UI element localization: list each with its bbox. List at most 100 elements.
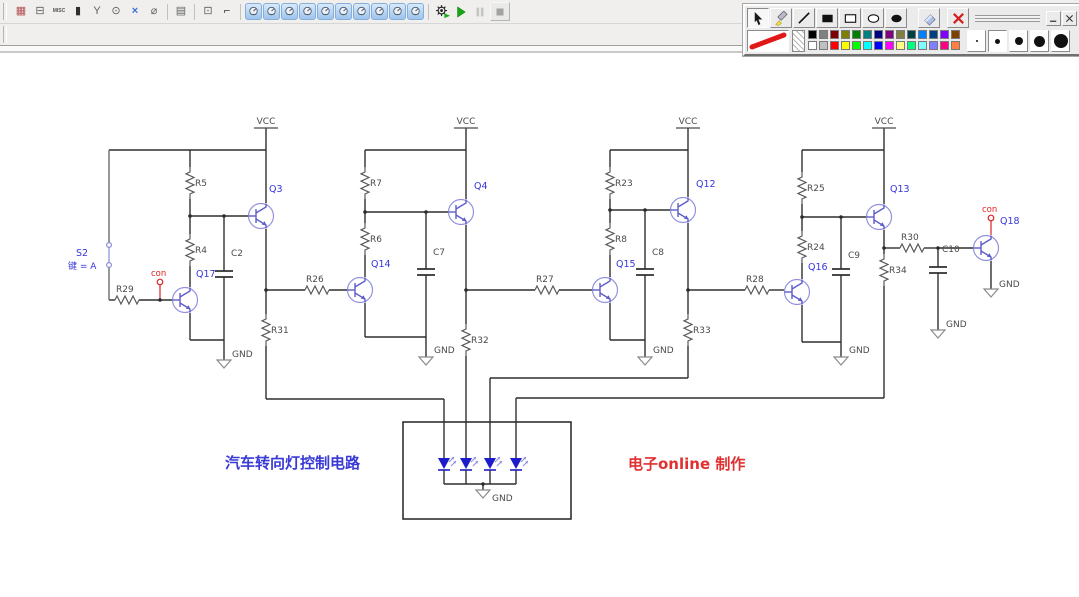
palette-swatch[interactable]: [874, 30, 883, 39]
resistor-R27[interactable]: [534, 284, 560, 296]
led[interactable]: [438, 456, 457, 484]
palette-swatch[interactable]: [819, 41, 828, 50]
palette-swatch[interactable]: [940, 30, 949, 39]
rect-tool[interactable]: [839, 8, 861, 28]
led[interactable]: [460, 456, 479, 484]
instrument-icon-2[interactable]: [263, 3, 280, 20]
stroke-size-5[interactable]: [1051, 30, 1070, 52]
stop-icon[interactable]: [490, 2, 510, 21]
transistor-Q16[interactable]: [783, 278, 811, 306]
transistor-Q4[interactable]: [447, 198, 475, 226]
misc-parts-icon[interactable]: MISC: [50, 2, 68, 21]
resistor-R28[interactable]: [744, 284, 770, 296]
transistor-Q13[interactable]: [865, 203, 893, 231]
resistor-R34[interactable]: [878, 254, 890, 286]
palette-swatch[interactable]: [940, 41, 949, 50]
ni-component-icon[interactable]: ×: [126, 2, 144, 21]
resistor-R32[interactable]: [460, 324, 472, 356]
palette-swatch[interactable]: [830, 41, 839, 50]
palette-swatch[interactable]: [819, 30, 828, 39]
palette-swatch[interactable]: [841, 30, 850, 39]
simulation-settings-icon[interactable]: [433, 2, 451, 21]
resistor-R23[interactable]: [604, 167, 616, 199]
palette-swatch[interactable]: [907, 30, 916, 39]
palette-swatch[interactable]: [951, 41, 960, 50]
stroke-size-4[interactable]: [1030, 30, 1049, 52]
palette-swatch[interactable]: [885, 41, 894, 50]
palette-swatch[interactable]: [808, 30, 817, 39]
instrument-icon-7[interactable]: [353, 3, 370, 20]
display-icon[interactable]: ▮: [69, 2, 87, 21]
stroke-size-2[interactable]: [988, 30, 1007, 52]
palette-swatch[interactable]: [929, 41, 938, 50]
pause-icon[interactable]: [471, 2, 489, 21]
palette-swatch[interactable]: [863, 30, 872, 39]
cursor-tool[interactable]: [747, 8, 769, 28]
resistor-R5[interactable]: [184, 167, 196, 199]
transistor-Q15[interactable]: [591, 276, 619, 304]
palette-swatch[interactable]: [951, 30, 960, 39]
resistor-R4[interactable]: [184, 234, 196, 266]
palette-swatch[interactable]: [874, 41, 883, 50]
palette-swatch[interactable]: [896, 30, 905, 39]
clear-tool[interactable]: [947, 8, 969, 28]
palette-swatch[interactable]: [907, 41, 916, 50]
minimize-button[interactable]: [1046, 10, 1061, 26]
led[interactable]: [484, 456, 503, 484]
line-tool[interactable]: [793, 8, 815, 28]
resistor-R30[interactable]: [899, 242, 925, 254]
resistor-R26[interactable]: [304, 284, 330, 296]
transistor-Q17[interactable]: [171, 286, 199, 314]
filled-ellipse-tool[interactable]: [885, 8, 907, 28]
toolbar-grip[interactable]: [3, 3, 7, 20]
resistor-R6[interactable]: [359, 223, 371, 255]
palette-swatch[interactable]: [885, 30, 894, 39]
stroke-size-1[interactable]: [967, 30, 986, 52]
antenna-icon[interactable]: Y: [88, 2, 106, 21]
connector-con[interactable]: [156, 278, 164, 300]
instrument-icon-8[interactable]: [371, 3, 388, 20]
instrument-icon-1[interactable]: [245, 3, 262, 20]
component-list-icon[interactable]: ▦: [12, 2, 30, 21]
transistor-Q3[interactable]: [247, 202, 275, 230]
transistor-Q12[interactable]: [669, 196, 697, 224]
instrument-icon-5[interactable]: [317, 3, 334, 20]
palette-swatch[interactable]: [896, 41, 905, 50]
palette-swatch[interactable]: [929, 30, 938, 39]
paint-window-grip[interactable]: [975, 14, 1040, 22]
ellipse-tool[interactable]: [862, 8, 884, 28]
connector-icon[interactable]: ⌀: [145, 2, 163, 21]
electromechanical-icon[interactable]: ⊙: [107, 2, 125, 21]
instrument-icon-6[interactable]: [335, 3, 352, 20]
stroke-preview[interactable]: [747, 30, 789, 52]
eraser-tool[interactable]: [918, 8, 940, 28]
stroke-size-3[interactable]: [1009, 30, 1028, 52]
instrument-icon-3[interactable]: [281, 3, 298, 20]
palette-swatch[interactable]: [808, 41, 817, 50]
led[interactable]: [510, 456, 529, 484]
instrument-icon-4[interactable]: [299, 3, 316, 20]
transparent-pattern-button[interactable]: [792, 30, 805, 52]
resistor-R7[interactable]: [359, 167, 371, 199]
marker-tool[interactable]: [770, 8, 792, 28]
instrument-icon-9[interactable]: [389, 3, 406, 20]
palette-swatch[interactable]: [852, 30, 861, 39]
close-button[interactable]: [1062, 10, 1077, 26]
instrument-icon-10[interactable]: [407, 3, 424, 20]
run-icon[interactable]: [452, 2, 470, 21]
resistor-R8[interactable]: [604, 223, 616, 255]
connector-con[interactable]: [987, 214, 995, 235]
palette-swatch[interactable]: [918, 41, 927, 50]
resistor-R24[interactable]: [796, 231, 808, 263]
palette-swatch[interactable]: [852, 41, 861, 50]
resistor-R31[interactable]: [260, 314, 272, 346]
transistor-Q14[interactable]: [346, 276, 374, 304]
filled-rect-tool[interactable]: [816, 8, 838, 28]
chip-icon[interactable]: ▤: [172, 2, 190, 21]
switch-S2[interactable]: [105, 150, 112, 300]
palette-swatch[interactable]: [841, 41, 850, 50]
toolbar-grip[interactable]: [3, 26, 7, 43]
resistor-R29[interactable]: [114, 294, 140, 306]
palette-swatch[interactable]: [918, 30, 927, 39]
